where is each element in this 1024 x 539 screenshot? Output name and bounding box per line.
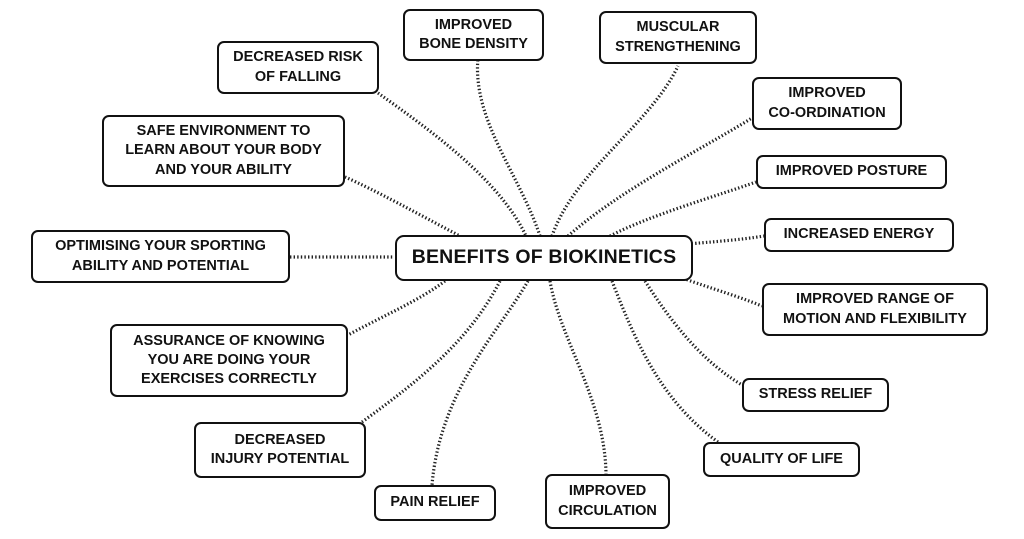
connector-circulation [548, 280, 608, 475]
benefit-decreased-risk-of-falling: DECREASED RISK OF FALLING [217, 41, 379, 94]
connector-energy [687, 234, 765, 246]
connector-risk-of-falling [377, 91, 528, 237]
benefit-assurance-of-knowing: ASSURANCE OF KNOWING YOU ARE DOING YOUR … [110, 324, 348, 397]
benefit-muscular-strengthening: MUSCULAR STRENGTHENING [599, 11, 757, 64]
benefit-improved-circulation: IMPROVED CIRCULATION [545, 474, 670, 529]
connector-co-ordination [566, 116, 753, 238]
connector-range-of-motion [679, 275, 763, 308]
connector-posture [609, 180, 757, 238]
benefit-optimising-sporting-ability: OPTIMISING YOUR SPORTING ABILITY AND POT… [31, 230, 290, 283]
connector-quality-of-life [610, 280, 719, 444]
connector-muscular-strengthening [550, 65, 680, 237]
connector-pain-relief [430, 280, 530, 486]
benefit-improved-co-ordination: IMPROVED CO-ORDINATION [752, 77, 902, 130]
connector-bone-density [475, 57, 542, 237]
benefit-stress-relief: STRESS RELIEF [742, 378, 889, 412]
benefit-improved-posture: IMPROVED POSTURE [756, 155, 947, 189]
connector-assurance [347, 279, 446, 337]
benefit-pain-relief: PAIN RELIEF [374, 485, 496, 521]
benefit-quality-of-life: QUALITY OF LIFE [703, 442, 860, 477]
connector-stress-relief [643, 280, 743, 387]
connector-injury-potential [361, 280, 502, 424]
benefit-increased-energy: INCREASED ENERGY [764, 218, 954, 252]
central-topic: BENEFITS OF BIOKINETICS [395, 235, 693, 281]
benefit-improved-bone-density: IMPROVED BONE DENSITY [403, 9, 544, 61]
benefit-improved-range-of-motion: IMPROVED RANGE OF MOTION AND FLEXIBILITY [762, 283, 988, 336]
connector-safe-environment [344, 175, 461, 238]
benefit-decreased-injury-potential: DECREASED INJURY POTENTIAL [194, 422, 366, 478]
benefit-safe-environment: SAFE ENVIRONMENT TO LEARN ABOUT YOUR BOD… [102, 115, 345, 187]
